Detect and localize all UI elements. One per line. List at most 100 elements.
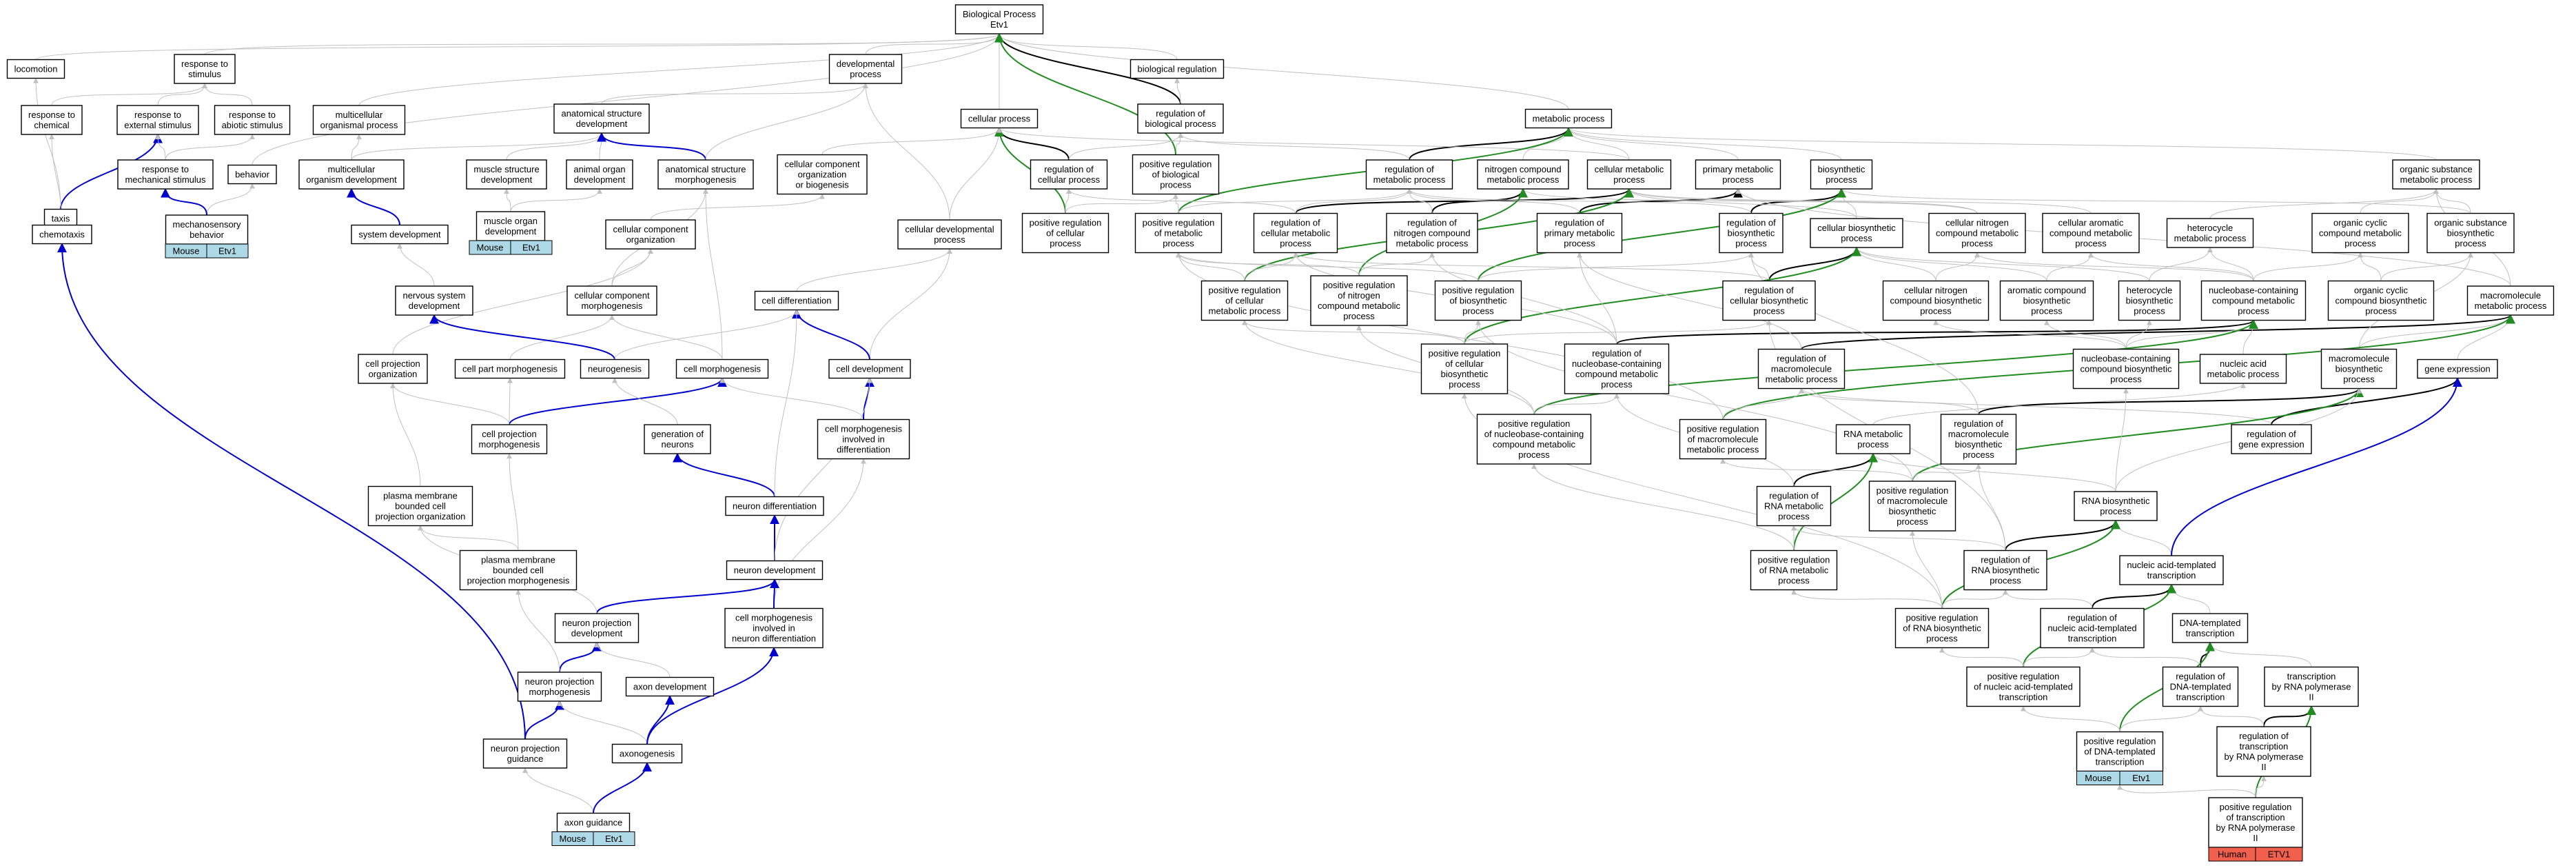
go-term-neuron-differentiation[interactable]: neuron differentiation: [725, 496, 824, 516]
go-term-biological-regulation[interactable]: biological regulation: [1129, 59, 1225, 79]
go-term-axon-development[interactable]: axon development: [625, 676, 715, 697]
go-term-cell-differentiation[interactable]: cell differentiation: [754, 290, 839, 311]
go-term-neurogenesis[interactable]: neurogenesis: [580, 359, 650, 379]
go-term-cell-part-morphogenesis[interactable]: cell part morphogenesis: [454, 359, 566, 379]
go-term-axon-guidance[interactable]: axon guidance: [556, 812, 631, 833]
go-term-behavior[interactable]: behavior: [227, 164, 277, 185]
go-term-gene-expression[interactable]: gene expression: [2417, 359, 2498, 379]
go-term-locomotion[interactable]: locomotion: [6, 59, 65, 79]
go-term-system-development[interactable]: system development: [351, 224, 449, 245]
go-term-chemotaxis[interactable]: chemotaxis: [32, 224, 92, 245]
go-term-neuron-development[interactable]: neuron development: [726, 560, 824, 581]
go-term-cell-development[interactable]: cell development: [828, 359, 911, 379]
go-term-axonogenesis[interactable]: axonogenesis: [611, 743, 683, 764]
go-term-cellular-process[interactable]: cellular process: [960, 108, 1039, 129]
